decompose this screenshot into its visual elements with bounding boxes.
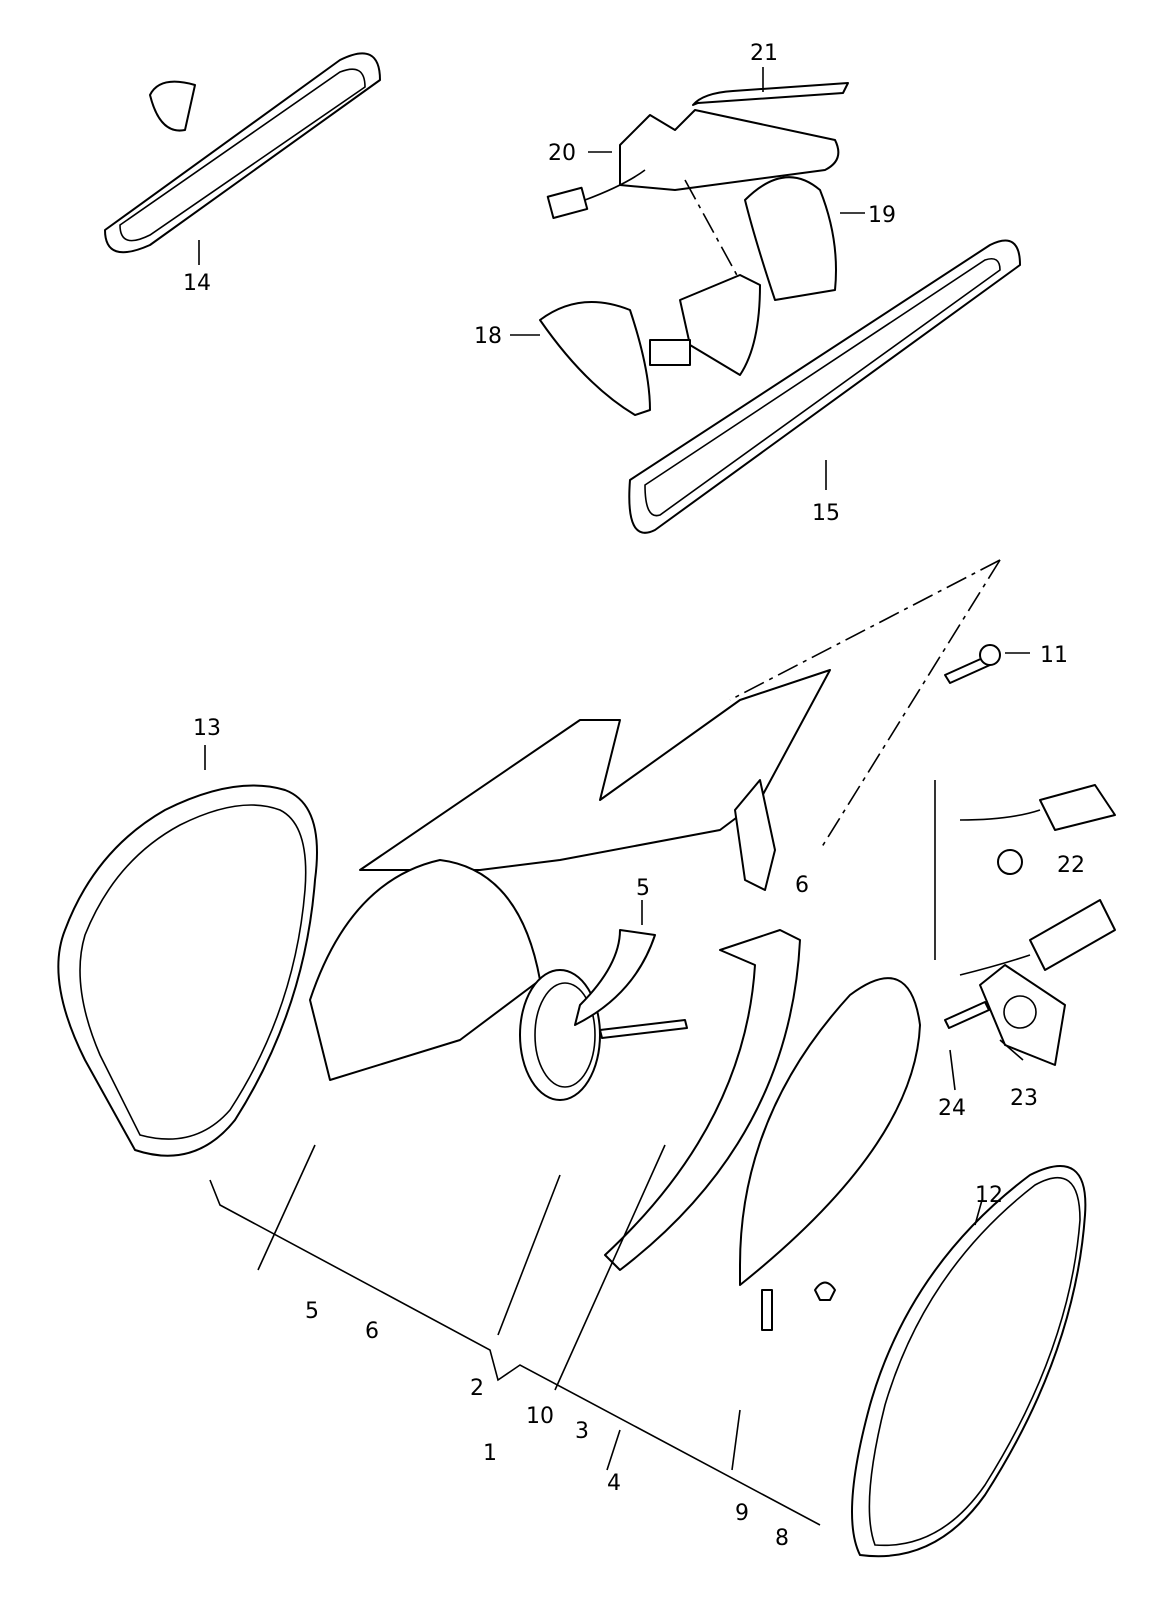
covers-18-19: [510, 176, 865, 416]
callout-2: 2: [470, 1376, 484, 1401]
callout-20: 20: [548, 141, 576, 166]
mirror-base-20-21: [546, 67, 849, 291]
callout-14: 14: [183, 271, 211, 296]
callout-23: 23: [1010, 1086, 1038, 1111]
seal-3: [604, 929, 801, 1271]
callout-4: 4: [607, 1471, 621, 1496]
housing-cap-13: [57, 745, 318, 1157]
callout-12: 12: [975, 1183, 1003, 1208]
callout-6-group: 6: [365, 1319, 379, 1344]
callout-21: 21: [750, 41, 778, 66]
callout-18: 18: [474, 324, 502, 349]
callout-5-group: 5: [305, 1299, 319, 1324]
lower-housing-4: [739, 977, 921, 1286]
bracket-23-screw-24: [944, 964, 1066, 1066]
trim-5: [574, 929, 656, 1026]
triangle-cover-6: [734, 779, 776, 891]
callout-5-trim: 5: [636, 876, 650, 901]
callout-3: 3: [575, 1419, 589, 1444]
clip-nut-8: [814, 1281, 836, 1301]
callout-13: 13: [193, 716, 221, 741]
callout-10: 10: [526, 1404, 554, 1429]
callout-22: 22: [1057, 853, 1085, 878]
callout-19: 19: [868, 203, 896, 228]
screw-9: [761, 1289, 773, 1331]
mirror-glass-12: [851, 1165, 1087, 1558]
callout-24: 24: [938, 1096, 966, 1121]
mirror-frame: [309, 669, 831, 1101]
callout-6-cover: 6: [795, 873, 809, 898]
interior-mirror-15: [628, 239, 1021, 534]
callout-8: 8: [775, 1526, 789, 1551]
bolt-11: [944, 644, 1030, 684]
interior-mirror-14: [104, 52, 381, 265]
callout-11: 11: [1040, 643, 1068, 668]
callout-1: 1: [483, 1441, 497, 1466]
callout-15: 15: [812, 501, 840, 526]
connector-harness: [934, 780, 1116, 976]
callout-9: 9: [735, 1501, 749, 1526]
